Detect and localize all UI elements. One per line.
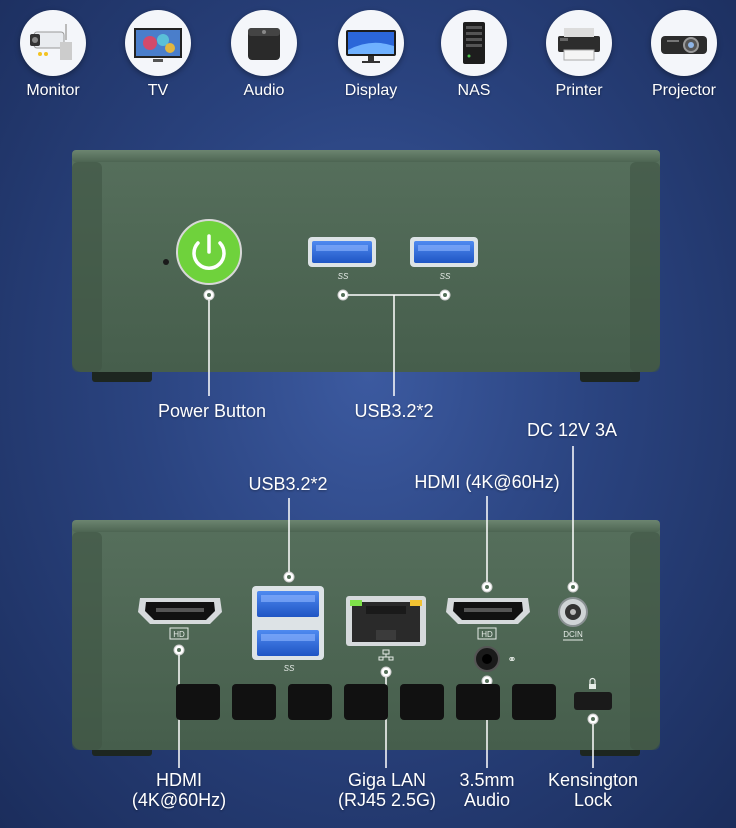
device-icon-row: Monitor TV Audio [0, 10, 736, 110]
audio-label: 3.5mm Audio [444, 770, 530, 810]
vent-grille [176, 684, 556, 720]
device-label: Monitor [26, 82, 80, 99]
front-usb-label: USB3.2*2 [354, 401, 434, 421]
lock-label-line2: Lock [573, 790, 613, 810]
security-camera-icon [20, 10, 86, 76]
device-label: Printer [555, 82, 603, 99]
hdmi-left-label: HDMI (4K@60Hz) [114, 770, 244, 810]
device-audio: Audio [224, 10, 304, 100]
rear-usb-label: USB3.2*2 [248, 474, 328, 494]
device-nas: NAS [434, 10, 514, 100]
hdmi-right-label: HDMI (4K@60Hz) [414, 472, 560, 492]
device-display: Display [331, 10, 411, 100]
printer-icon [546, 10, 612, 76]
device-tv: TV [118, 10, 198, 100]
lock-label-line1: Kensington [547, 770, 639, 790]
ss-usb-logo: SS [440, 272, 451, 281]
power-button-label: Power Button [157, 401, 267, 421]
speaker-icon [231, 10, 297, 76]
device-label: Audio [243, 82, 285, 99]
device-label: Projector [651, 82, 717, 99]
device-printer: Printer [539, 10, 619, 100]
dcin-label: DCIN [563, 630, 583, 639]
status-led [163, 259, 169, 265]
lan-label-line1: Giga LAN [347, 770, 427, 790]
power-button[interactable] [176, 219, 242, 285]
display-icon [338, 10, 404, 76]
device-label: Display [344, 82, 398, 99]
front-usb-port-2[interactable] [410, 237, 478, 267]
network-icon [378, 649, 394, 661]
kensington-lock-label: Kensington Lock [532, 770, 654, 810]
device-monitor: Monitor [13, 10, 93, 100]
device-projector: Projector [644, 10, 724, 100]
device-label: NAS [457, 82, 491, 99]
hdmi-port-right[interactable] [446, 598, 530, 624]
audio-label-line2: Audio [463, 790, 511, 810]
device-label: TV [147, 82, 169, 99]
dc-in-label: DC 12V 3A [526, 420, 618, 440]
kensington-lock-slot[interactable] [574, 692, 612, 710]
hdmi-port-left[interactable] [138, 598, 222, 624]
lan-label-line2: (RJ45 2.5G) [337, 790, 437, 810]
hdmi-left-label-line1: HDMI [156, 770, 202, 790]
ss-usb-logo: SS [284, 664, 295, 673]
hd-badge: HD [173, 630, 185, 639]
front-usb-port-1[interactable] [308, 237, 376, 267]
projector-icon [651, 10, 717, 76]
lock-icon [589, 677, 596, 689]
audio-label-line1: 3.5mm [459, 770, 515, 790]
ss-usb-logo: SS [338, 272, 349, 281]
audio-jack[interactable] [474, 646, 500, 672]
tv-icon [125, 10, 191, 76]
nas-icon [441, 10, 507, 76]
lan-label: Giga LAN (RJ45 2.5G) [320, 770, 454, 810]
lan-port[interactable] [346, 596, 426, 646]
hdmi-left-label-line2: (4K@60Hz) [131, 790, 227, 810]
dc-in-port[interactable] [558, 597, 588, 627]
hd-badge: HD [481, 630, 493, 639]
rear-usb-ports[interactable] [252, 586, 324, 660]
headphone-icon: ⚭ [507, 654, 516, 666]
